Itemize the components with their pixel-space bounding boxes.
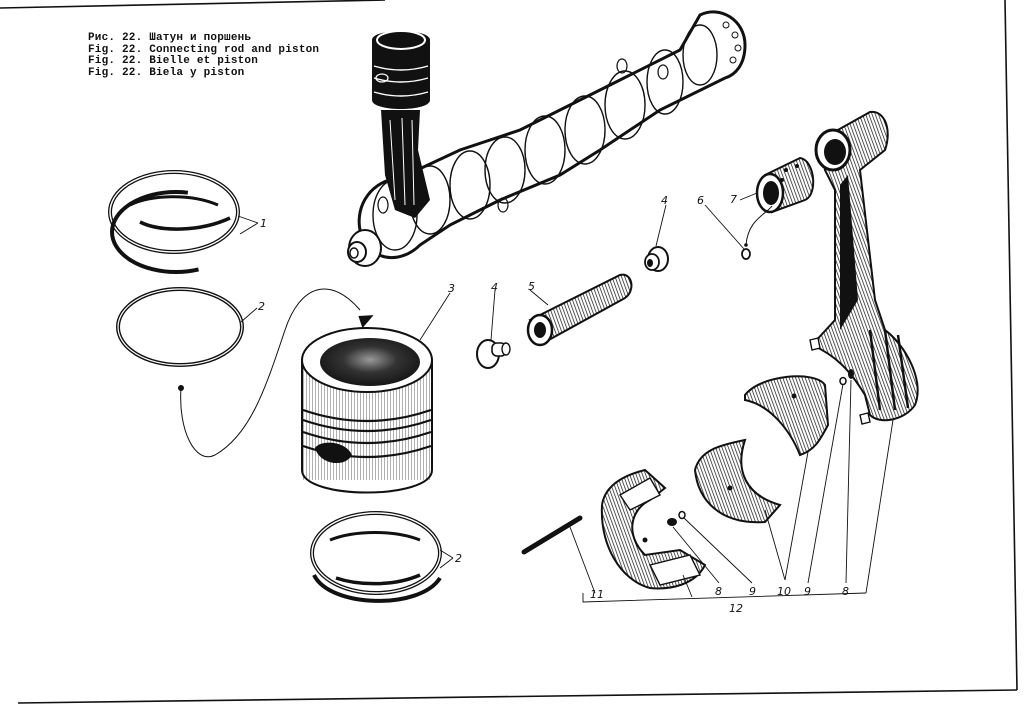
- callout-4-plug-right: 4: [661, 194, 668, 207]
- callout-12-rod-assembly: 12: [729, 602, 743, 615]
- oil-ring-single: 2: [116, 287, 265, 367]
- callout-11-bolt: 11: [590, 588, 604, 601]
- rod-cap: [600, 468, 707, 590]
- piston-pin: 5: [526, 273, 633, 347]
- oil-rings-pair: 2: [310, 511, 462, 603]
- callout-6-lock: 6: [697, 194, 704, 207]
- bearing-shell-upper: [744, 375, 830, 457]
- figure-caption: Рис. 22. Шатун и поршень Fig. 22. Connec…: [88, 32, 320, 79]
- callout-4-plug-left: 4: [491, 281, 498, 294]
- callout-2-oil-ring: 2: [258, 300, 265, 313]
- callout-9-washer-right: 9: [804, 585, 811, 598]
- bushing-lock: 6: [697, 194, 751, 260]
- flange-holes: [722, 21, 742, 64]
- callout-7-bushing: 7: [730, 193, 737, 206]
- assembled-connecting-rod: [381, 110, 430, 218]
- washer-nut-right: [839, 369, 854, 386]
- bolt: [521, 515, 596, 594]
- bottom-callouts: 11 8 9 10 9 8 12: [590, 585, 849, 615]
- callout-10-bearing-shells: 10: [777, 585, 791, 598]
- leader-lines: [582, 379, 894, 603]
- caption-line-russian: Рис. 22. Шатун и поршень: [88, 32, 252, 44]
- callout-8-nut-left: 8: [715, 585, 722, 598]
- timing-gear: [347, 229, 382, 267]
- assembled-piston: [372, 30, 430, 109]
- small-end-bushing: 7: [730, 156, 815, 247]
- caption-line-english: Fig. 22. Connecting rod and piston: [88, 43, 320, 56]
- callout-3-piston: 3: [448, 282, 455, 295]
- callout-5-piston-pin: 5: [528, 280, 535, 293]
- assembly-arrow: [178, 288, 374, 458]
- caption-line-french: Fig. 22. Bielle et piston: [88, 55, 259, 67]
- crankshaft-assembly: [347, 10, 747, 267]
- caption-line-spanish: Fig. 22. Biela y piston: [88, 66, 245, 79]
- bearing-shell-lower: [693, 438, 782, 524]
- nut-washer-left: [667, 510, 686, 526]
- pin-plug-right: 4: [644, 194, 669, 272]
- connecting-rod: [809, 110, 919, 425]
- callout-2-oil-rings: 2: [455, 552, 462, 565]
- callout-9-washer-left: 9: [749, 585, 756, 598]
- callout-8-nut-right: 8: [842, 585, 849, 598]
- compression-rings: 1: [108, 170, 267, 274]
- callout-1-compression-rings: 1: [260, 217, 267, 230]
- pin-plug-left: 4: [476, 281, 511, 369]
- piston: 3: [301, 282, 455, 494]
